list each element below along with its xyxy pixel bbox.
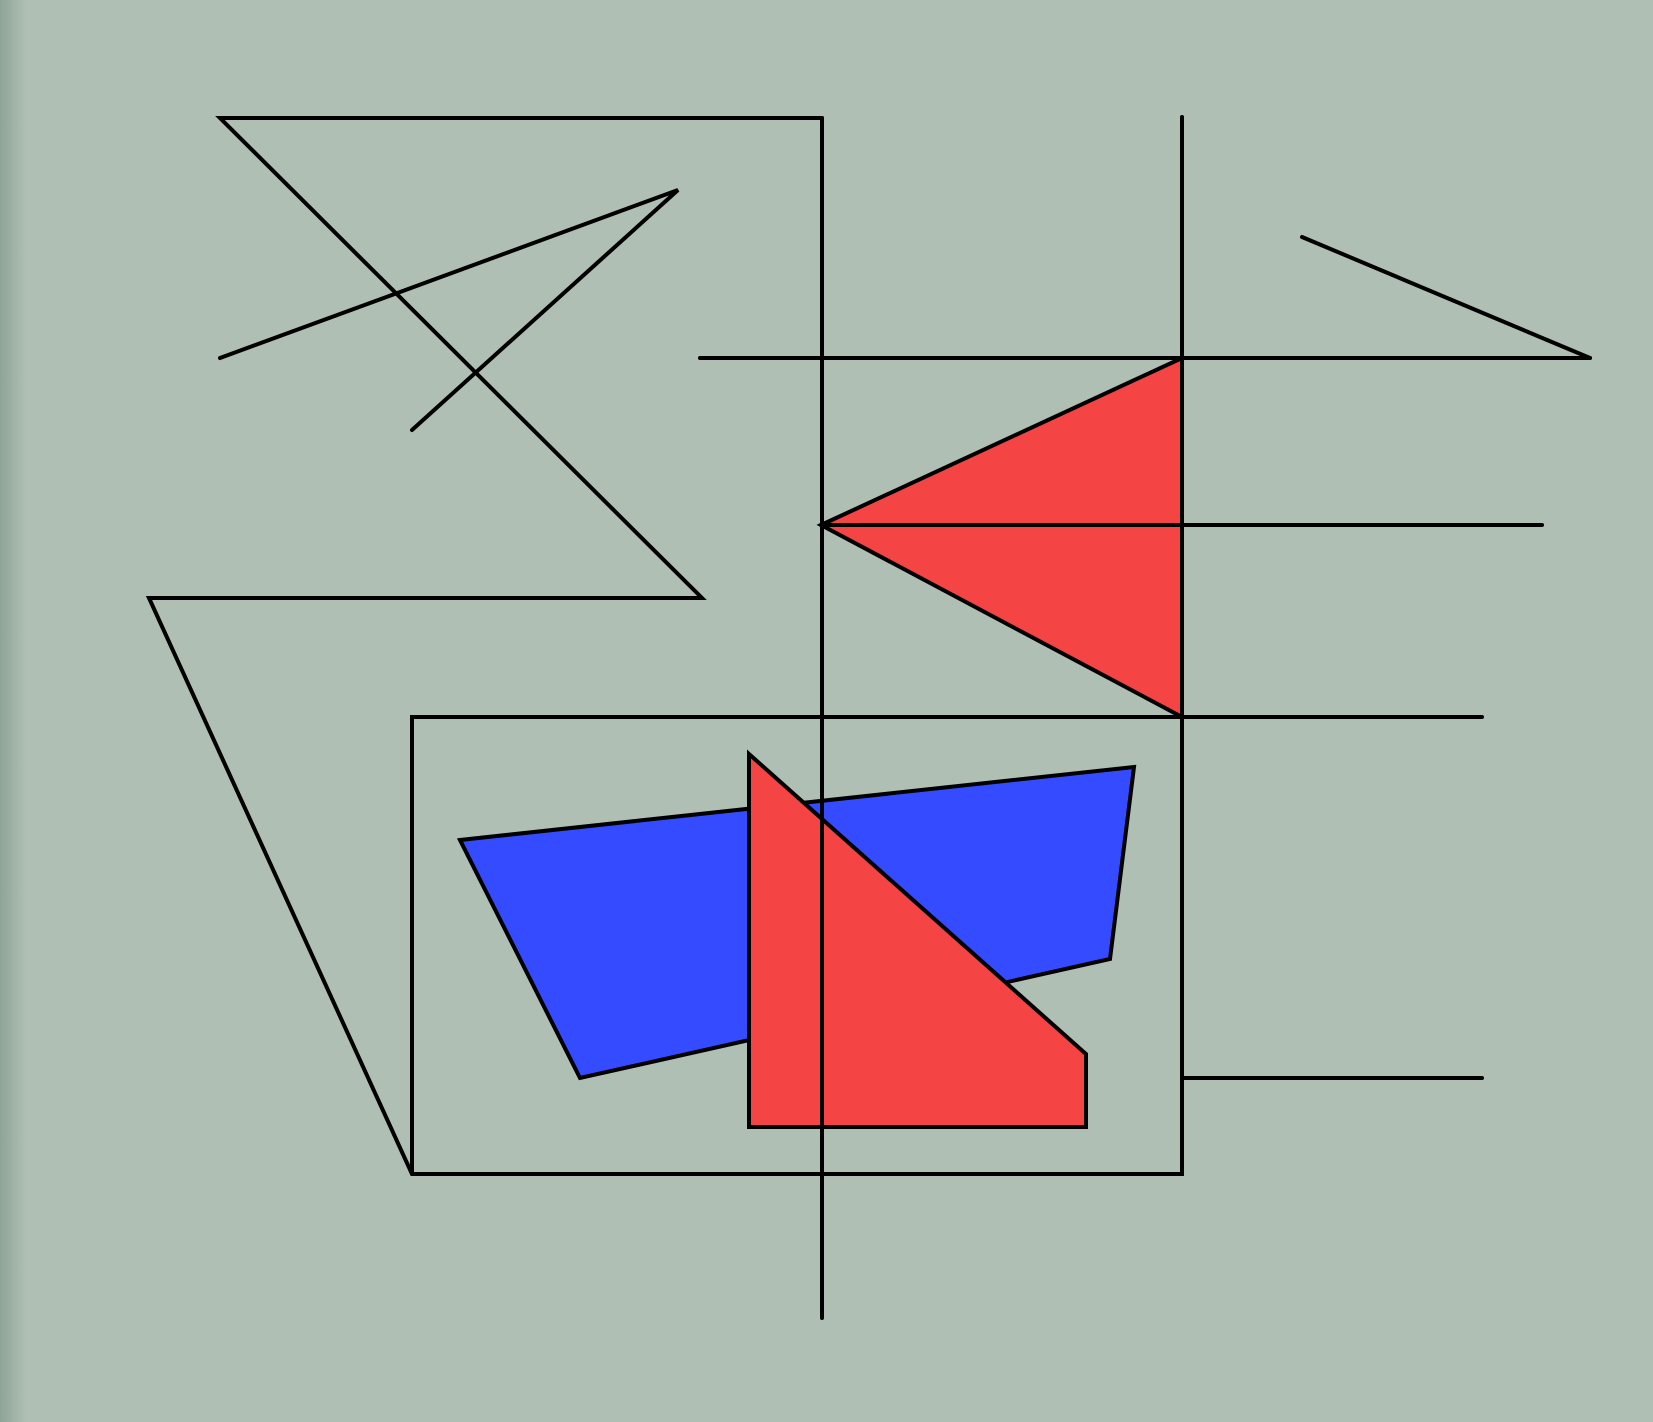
red-lower-polygon [747, 749, 1088, 1129]
diagonal-line-upper-right [1300, 235, 1592, 360]
zigzag-path [145, 116, 1184, 1176]
open-angle-path [218, 188, 680, 432]
left-edge-shadow [0, 0, 26, 1422]
